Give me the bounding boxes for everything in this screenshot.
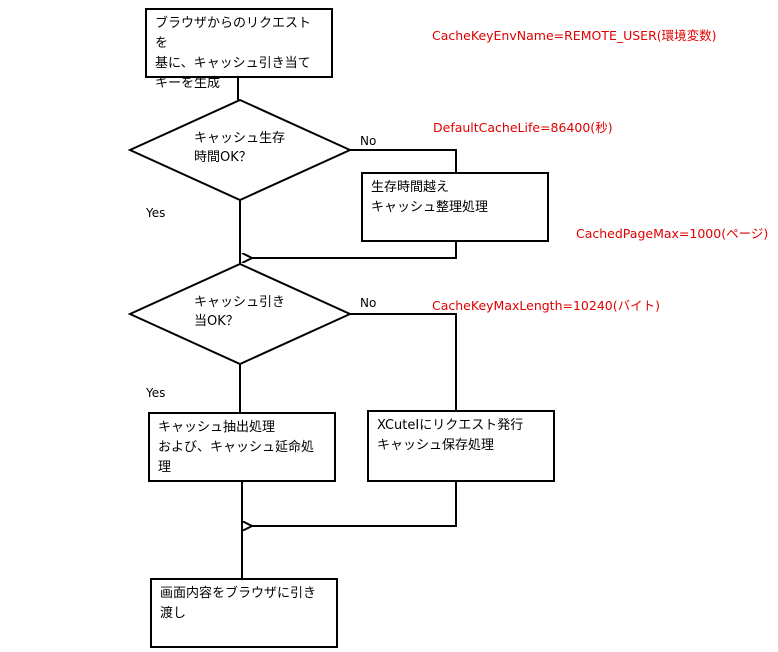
edge-label-no-2: No: [360, 296, 377, 310]
deliver-process-box: 画面内容をブラウザに引き 渡し: [150, 578, 338, 648]
start-process-box: ブラウザからのリクエストを 基に、キャッシュ引き当て キーを生成: [145, 8, 333, 91]
request-process-box: XCuteIにリクエスト発行 キャッシュ保存処理: [367, 410, 555, 482]
note-cache-key-env: CacheKeyEnvName=REMOTE_USER(環境変数): [432, 28, 717, 43]
connector-no-to-cleanup: [350, 149, 457, 172]
note-cached-page-max: CachedPageMax=1000(ページ): [576, 226, 769, 241]
edge-label-yes-1: Yes: [146, 206, 166, 220]
extract-process-box: キャッシュ抽出処理 および、キャッシュ延命処 理: [148, 412, 336, 482]
connector-request-return: [252, 482, 457, 526]
cleanup-process-box: 生存時間越え キャッシュ整理処理: [361, 172, 549, 242]
connector-no-to-request: [350, 313, 457, 410]
note-default-cache-life: DefaultCacheLife=86400(秒): [433, 120, 613, 135]
edge-label-yes-2: Yes: [146, 386, 166, 400]
decision-lifetime-label: キャッシュ生存 時間OK？: [194, 131, 286, 165]
connector-cleanup-return: [252, 242, 457, 258]
note-cache-key-max-length: CacheKeyMaxLength=10240(バイト): [432, 298, 660, 313]
decision-hit-label: キャッシュ引き 当OK？: [194, 295, 286, 329]
edge-label-no-1: No: [360, 134, 377, 148]
